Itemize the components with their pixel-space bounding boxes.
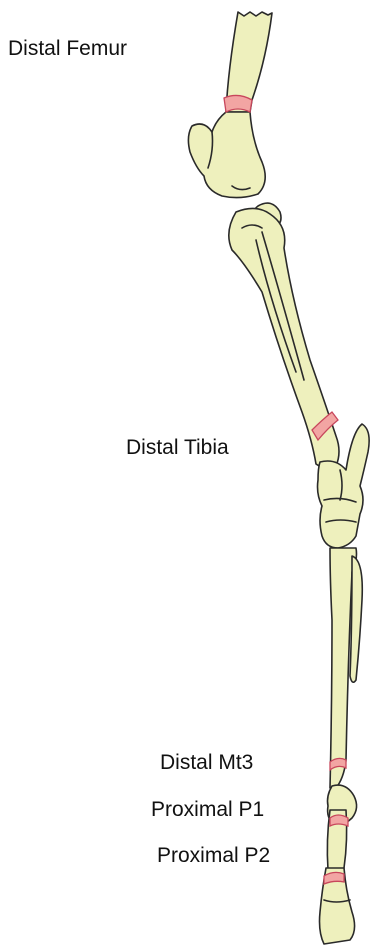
femur-condyles [188, 112, 265, 198]
label-proximal-p1: Proximal P1 [151, 799, 264, 820]
fracture-proximal-p1 [330, 815, 348, 826]
label-proximal-p2: Proximal P2 [157, 845, 270, 866]
label-distal-tibia: Distal Tibia [126, 437, 229, 458]
fracture-distal-femur [224, 95, 252, 112]
splint-bone [350, 556, 362, 682]
label-distal-mt3: Distal Mt3 [160, 752, 253, 773]
label-distal-femur: Distal Femur [8, 38, 127, 59]
